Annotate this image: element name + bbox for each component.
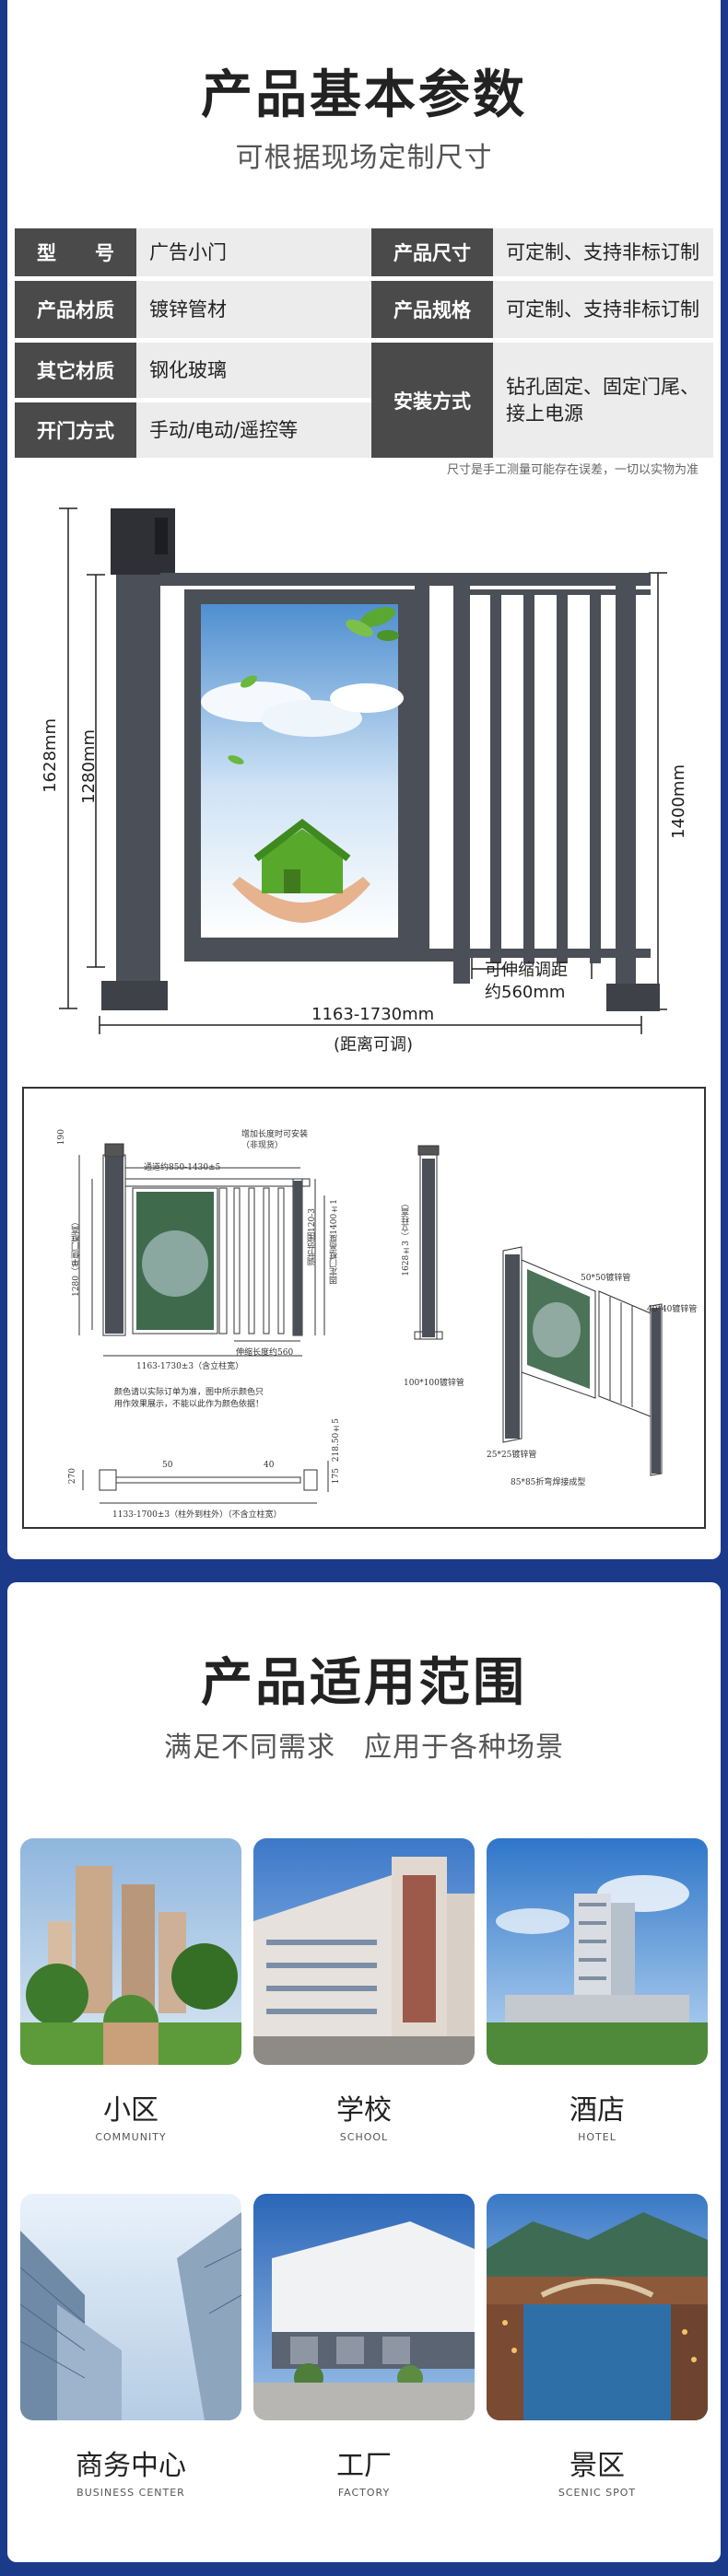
tech-color-note: 颜色请以实际订单为准，图中所示颜色只用作效果展示，不能以此作为颜色依据！ — [114, 1387, 264, 1411]
school-label-en: SCHOOL — [339, 2131, 389, 2143]
tech-extension-note: 增加长度时可安装 （非现货） — [241, 1129, 308, 1151]
community-label-en: COMMUNITY — [95, 2131, 167, 2143]
param-value: 广告小门 — [136, 228, 371, 276]
scenic-spot-image — [487, 2194, 708, 2420]
school-image — [253, 1838, 475, 2065]
param-value: 钢化玻璃 — [136, 343, 371, 398]
param-row-4: 开门方式 手动/电动/遥控等 — [15, 402, 371, 458]
business-center-label-en: BUSINESS CENTER — [76, 2487, 185, 2499]
param-rows-merged: 其它材质 钢化玻璃 开门方式 手动/电动/遥控等 安装方式 钻孔固定、固定门尾、… — [15, 343, 713, 458]
tech-50: 50 — [162, 1461, 173, 1470]
scope-subtitle: 满足不同需求 应用于各种场景 — [164, 1731, 564, 1764]
telescopic-label: 可伸缩调距 约560mm — [485, 960, 568, 1004]
factory-label-en: FACTORY — [337, 2487, 391, 2499]
parameter-table: 型 号 广告小门 产品尺寸 可定制、支持非标订制 产品材质 镀锌管材 产品规格 … — [15, 228, 713, 458]
param-row-1: 型 号 广告小门 产品尺寸 可定制、支持非标订制 — [15, 228, 713, 276]
tech-color-line2: 用作效果展示，不能以此作为颜色依据！ — [114, 1400, 264, 1409]
tech-pipe-40: 40*40镀锌管 — [647, 1305, 698, 1314]
param-left-stack: 其它材质 钢化玻璃 开门方式 手动/电动/遥控等 — [15, 343, 371, 458]
tech-extension-line2: （非现货） — [241, 1141, 284, 1150]
product-parameters-section: 产品基本参数 可根据现场定制尺寸 型 号 广告小门 产品尺寸 可定制、支持非标订… — [7, 0, 721, 1559]
install-method-value: 钻孔固定、固定门尾、接上电源 — [493, 343, 713, 458]
factory-label: 工厂 — [336, 2450, 392, 2482]
telescopic-line-1: 可伸缩调距 — [485, 961, 568, 980]
community-image — [20, 1838, 241, 2065]
param-label: 开门方式 — [15, 402, 136, 458]
factory-image — [253, 2194, 475, 2420]
tech-pipe-25: 25*25镀锌管 — [487, 1451, 537, 1460]
measurement-note: 尺寸是手工测量可能存在误差，一切以实物为准 — [446, 463, 699, 477]
param-row-2: 产品材质 镀锌管材 产品规格 可定制、支持非标订制 — [15, 281, 713, 338]
param-label: 产品材质 — [15, 281, 136, 338]
param-label: 产品规格 — [371, 281, 493, 338]
scope-title: 产品适用范围 — [201, 1653, 527, 1713]
tech-40: 40 — [264, 1461, 275, 1470]
application-scope-section: 产品适用范围 满足不同需求 应用于各种场景 小区 COMMUNITY — [7, 1582, 721, 2562]
community-label: 小区 — [103, 2094, 159, 2127]
hotel-caption: 酒店 HOTEL — [487, 2087, 708, 2143]
param-label: 产品尺寸 — [371, 228, 493, 276]
fixed-height-label: 1400mm — [669, 764, 688, 839]
business-center-caption: 商务中心 BUSINESS CENTER — [20, 2442, 241, 2499]
school-caption: 学校 SCHOOL — [253, 2087, 475, 2143]
total-height-label: 1628mm — [41, 718, 60, 793]
tech-adjust-range: 调节范围120-3 — [308, 1208, 317, 1265]
factory-caption: 工厂 FACTORY — [253, 2442, 475, 2499]
gate-illustration: 1628mm 1280mm 1400mm 可伸缩调距 约560mm 1163-1… — [35, 488, 699, 1068]
tech-fixed-height: 固定门框高度1400±1 — [330, 1199, 339, 1285]
width-label: 1163-1730mm — [311, 1005, 435, 1024]
technical-drawing: 通道约850-1430±5 增加长度时可安装 （非现货） 190 1280（单侧门… — [22, 1087, 706, 1529]
tech-channel-width: 通道约850-1430±5 — [144, 1163, 221, 1172]
hotel-image — [487, 1838, 708, 2065]
scenic-spot-label: 景区 — [569, 2450, 625, 2482]
hotel-label: 酒店 — [569, 2094, 625, 2127]
param-value: 可定制、支持非标订制 — [493, 281, 713, 338]
scenic-spot-label-en: SCENIC SPOT — [558, 2487, 637, 2499]
param-value: 可定制、支持非标订制 — [493, 228, 713, 276]
gate-height-label: 1280mm — [79, 729, 99, 804]
business-center-label: 商务中心 — [76, 2450, 186, 2482]
param-value: 镀锌管材 — [136, 281, 371, 338]
param-label: 型 号 — [15, 228, 136, 276]
parameters-subtitle: 可根据现场定制尺寸 — [235, 142, 493, 174]
param-row-3: 其它材质 钢化玻璃 — [15, 343, 371, 398]
tech-gate-height: 1280（单侧门框高） — [72, 1218, 81, 1297]
community-caption: 小区 COMMUNITY — [20, 2087, 241, 2143]
param-value: 手动/电动/遥控等 — [136, 402, 371, 458]
telescopic-line-2: 约560mm — [485, 983, 566, 1002]
hotel-label-en: HOTEL — [578, 2131, 616, 2143]
tech-post-height: 1628±3（立柱高） — [402, 1199, 411, 1276]
tech-extension-line1: 增加长度时可安装 — [241, 1130, 309, 1139]
tech-218: 218.50±5 — [332, 1418, 341, 1463]
tech-outer-width: 1133-1700±3（柱外到柱外）（不含立柱宽） — [112, 1510, 282, 1520]
param-label: 其它材质 — [15, 343, 136, 398]
tech-270: 270 — [68, 1468, 77, 1485]
tech-color-line1: 颜色请以实际订单为准，图中所示颜色只 — [114, 1388, 264, 1397]
scenic-spot-caption: 景区 SCENIC SPOT — [487, 2442, 708, 2499]
width-note: (距离可调) — [334, 1035, 414, 1055]
tech-telescopic: 伸缩长度约560 — [236, 1348, 294, 1358]
tech-total-width: 1163-1730±3（含立柱宽） — [136, 1362, 244, 1371]
install-method-label: 安装方式 — [371, 343, 493, 458]
gate-drawing-svg — [59, 507, 667, 1034]
tech-pipe-50: 50*50镀锌管 — [581, 1274, 631, 1283]
tech-175: 175 — [332, 1468, 341, 1485]
tech-190: 190 — [57, 1129, 66, 1146]
school-label: 学校 — [336, 2094, 392, 2127]
technical-drawing-svg — [78, 1143, 663, 1504]
tech-pipe-85: 85*85折弯焊接成型 — [511, 1478, 586, 1487]
business-center-image — [20, 2194, 241, 2420]
parameters-title: 产品基本参数 — [201, 65, 527, 125]
tech-pipe-100: 100*100镀锌管 — [404, 1379, 464, 1388]
